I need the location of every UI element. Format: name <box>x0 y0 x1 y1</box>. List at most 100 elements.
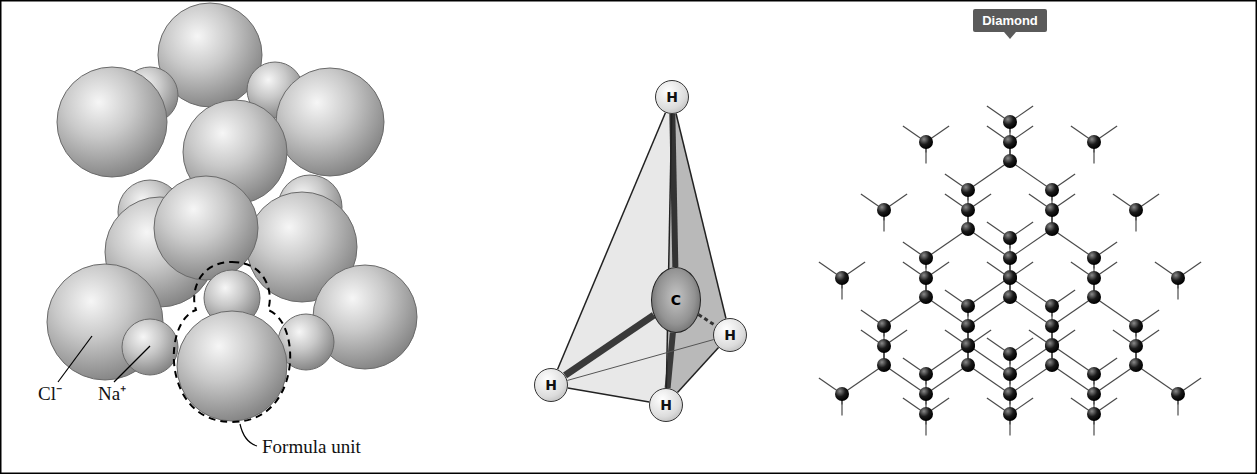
carbon-atom <box>961 299 975 313</box>
node-text: C <box>671 292 681 308</box>
hydrogen-atom: H <box>649 388 683 422</box>
carbon-atom <box>1129 319 1143 333</box>
carbon-atom <box>919 387 933 401</box>
carbon-bond <box>1052 229 1094 258</box>
carbon-atom <box>1003 251 1017 265</box>
chloride-ion <box>57 67 167 177</box>
bond-line <box>698 315 715 326</box>
carbon-bond <box>1010 161 1052 190</box>
carbon-atom <box>1003 347 1017 361</box>
chloride-ion <box>276 68 384 176</box>
carbon-atom <box>1045 338 1059 352</box>
carbon-bond <box>1094 365 1136 394</box>
carbon-atom <box>961 339 975 353</box>
carbon-bond <box>1010 365 1052 394</box>
carbon-atom <box>919 407 933 421</box>
carbon-atoms <box>835 115 1185 421</box>
carbon-atom <box>1003 290 1017 304</box>
carbon-atom <box>919 367 933 381</box>
node-text: H <box>666 89 678 105</box>
leader-line <box>58 336 92 382</box>
tetrahedron-edge <box>568 388 650 402</box>
carbon-atom <box>1045 203 1059 217</box>
formula-unit-outline <box>174 262 290 422</box>
carbon-atom <box>877 358 891 372</box>
carbon-atom <box>1003 407 1017 421</box>
carbon-bond <box>968 297 1010 326</box>
hydrogen-atom: H <box>713 318 747 352</box>
carbon-bond <box>1010 229 1052 258</box>
carbon-atom <box>1045 299 1059 313</box>
carbon-atom <box>1045 319 1059 333</box>
carbon-bond <box>968 365 1010 394</box>
part-label: Formula unit <box>260 437 363 458</box>
carbon-atom <box>877 339 891 353</box>
carbon-atom <box>1003 270 1017 284</box>
carbon-atom <box>1003 135 1017 149</box>
ion-label: Na⁺ <box>96 384 128 405</box>
diamond-lattice <box>819 106 1201 435</box>
carbon-atom <box>961 222 975 236</box>
bond-line <box>565 315 654 375</box>
carbon-atom <box>835 387 849 401</box>
carbon-atom <box>1003 154 1017 168</box>
carbon-atom <box>1045 183 1059 197</box>
tetrahedron-edge <box>677 348 718 393</box>
carbon-bond <box>1010 297 1052 326</box>
carbon-atom <box>919 290 933 304</box>
carbon-bond <box>1094 297 1136 326</box>
carbon-bond <box>968 161 1010 190</box>
carbon-bond <box>926 365 968 394</box>
carbon-atom <box>1087 387 1101 401</box>
chloride-ion <box>154 176 258 280</box>
carbon-bond <box>968 229 1010 258</box>
tetrahedron-face <box>666 97 730 405</box>
carbon-atom <box>1171 387 1185 401</box>
tetrahedron-edge <box>558 113 666 370</box>
carbon-atom <box>835 271 849 285</box>
bond-line <box>668 333 673 388</box>
carbon-atom <box>961 203 975 217</box>
carbon-atom <box>877 203 891 217</box>
carbon-atom <box>1087 290 1101 304</box>
node-text: H <box>660 397 672 413</box>
carbon-atom <box>1003 367 1017 381</box>
nacl-lattice <box>47 3 417 421</box>
bond-line <box>672 114 675 267</box>
leader-line <box>114 346 150 382</box>
carbon-atom <box>1003 271 1017 285</box>
carbon-bond <box>1052 365 1094 394</box>
tetrahedron-face <box>551 97 672 405</box>
ion-label: Cl⁻ <box>36 384 64 405</box>
carbon-atom <box>1045 339 1059 353</box>
carbon-atom <box>1087 367 1101 381</box>
leader-line <box>240 424 257 446</box>
carbon-atom: C <box>651 267 701 333</box>
hydrogen-atom: H <box>655 80 689 114</box>
tetrahedron-edge <box>666 114 671 388</box>
carbon-atom <box>1045 358 1059 372</box>
carbon-atom <box>1129 339 1143 353</box>
tag-pointer <box>1004 32 1016 39</box>
bond-lines <box>819 106 1201 435</box>
carbon-atom <box>1087 135 1101 149</box>
carbon-atom <box>1045 222 1059 236</box>
carbon-atom <box>919 271 933 285</box>
carbon-atom <box>1003 387 1017 401</box>
carbon-atom <box>961 319 975 333</box>
carbon-atom <box>1171 271 1185 285</box>
carbon-bond <box>1136 365 1178 394</box>
carbon-atom <box>961 338 975 352</box>
carbon-bond <box>926 297 968 326</box>
node-text: H <box>724 327 736 343</box>
carbon-bond <box>884 297 926 326</box>
carbon-atom <box>919 251 933 265</box>
carbon-atom <box>1087 251 1101 265</box>
carbon-bond <box>926 229 968 258</box>
carbon-bond <box>1052 297 1094 326</box>
